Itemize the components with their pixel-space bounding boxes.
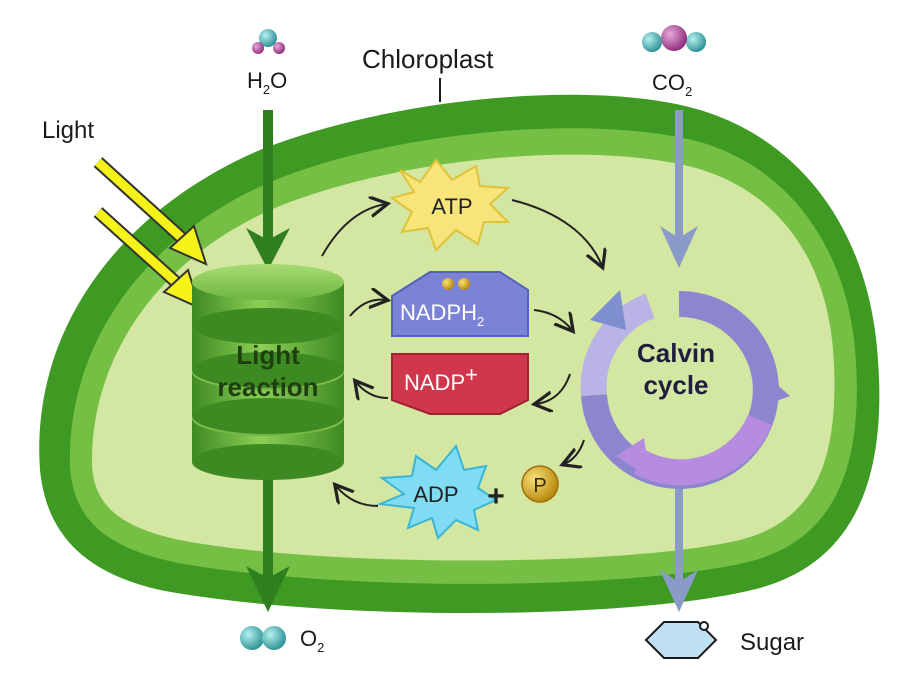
water-label: H2O xyxy=(247,68,287,97)
nadph-label: NADPH2 xyxy=(400,300,484,329)
sugar-hexagon-icon xyxy=(644,621,718,659)
nadph-box xyxy=(391,271,529,337)
co2-label: CO2 xyxy=(652,70,692,99)
arrow-atp-to-calvin xyxy=(511,199,602,266)
co2-molecule-icon xyxy=(642,25,706,52)
calvin-cycle-ring xyxy=(580,290,790,489)
arrow-nadp-to-light xyxy=(356,382,389,398)
arrow-light-to-atp xyxy=(321,204,386,257)
light-arrow-upper xyxy=(93,157,208,266)
arrow-calvin-to-nadp xyxy=(536,373,571,404)
arrow-calvin-to-phosphate xyxy=(564,439,585,464)
plus-sign: + xyxy=(487,480,505,513)
chloroplast-label: Chloroplast xyxy=(362,44,494,74)
atp-burst xyxy=(389,158,511,252)
phosphate-icon xyxy=(521,465,559,503)
atp-label: ATP xyxy=(431,194,472,219)
flow-arrows xyxy=(321,199,602,507)
co2-flow-arrow xyxy=(660,110,698,612)
calvin-label-line1: Calvin xyxy=(637,338,715,368)
water-molecule-icon xyxy=(252,29,285,54)
nadp-label: NADP+ xyxy=(404,362,478,395)
o2-molecule-icon xyxy=(240,626,286,650)
phosphate-label: P xyxy=(533,475,546,497)
adp-label: ADP xyxy=(413,482,458,507)
light-reaction-label-line2: reaction xyxy=(217,372,318,402)
arrow-nadph-to-calvin xyxy=(533,309,572,330)
light-label: Light xyxy=(42,117,94,144)
light-arrow-lower xyxy=(93,207,202,310)
water-flow-arrow xyxy=(246,110,290,612)
o2-label: O2 xyxy=(300,626,324,655)
arrow-adp-to-light xyxy=(336,486,379,507)
calvin-label-line2: cycle xyxy=(643,370,708,400)
light-reaction-label-line1: Light xyxy=(236,340,300,370)
thylakoid-stack xyxy=(192,264,344,480)
nadp-box xyxy=(391,353,529,415)
arrow-light-to-nadph xyxy=(349,300,386,317)
sugar-label: Sugar xyxy=(740,629,804,656)
adp-burst xyxy=(376,443,499,540)
